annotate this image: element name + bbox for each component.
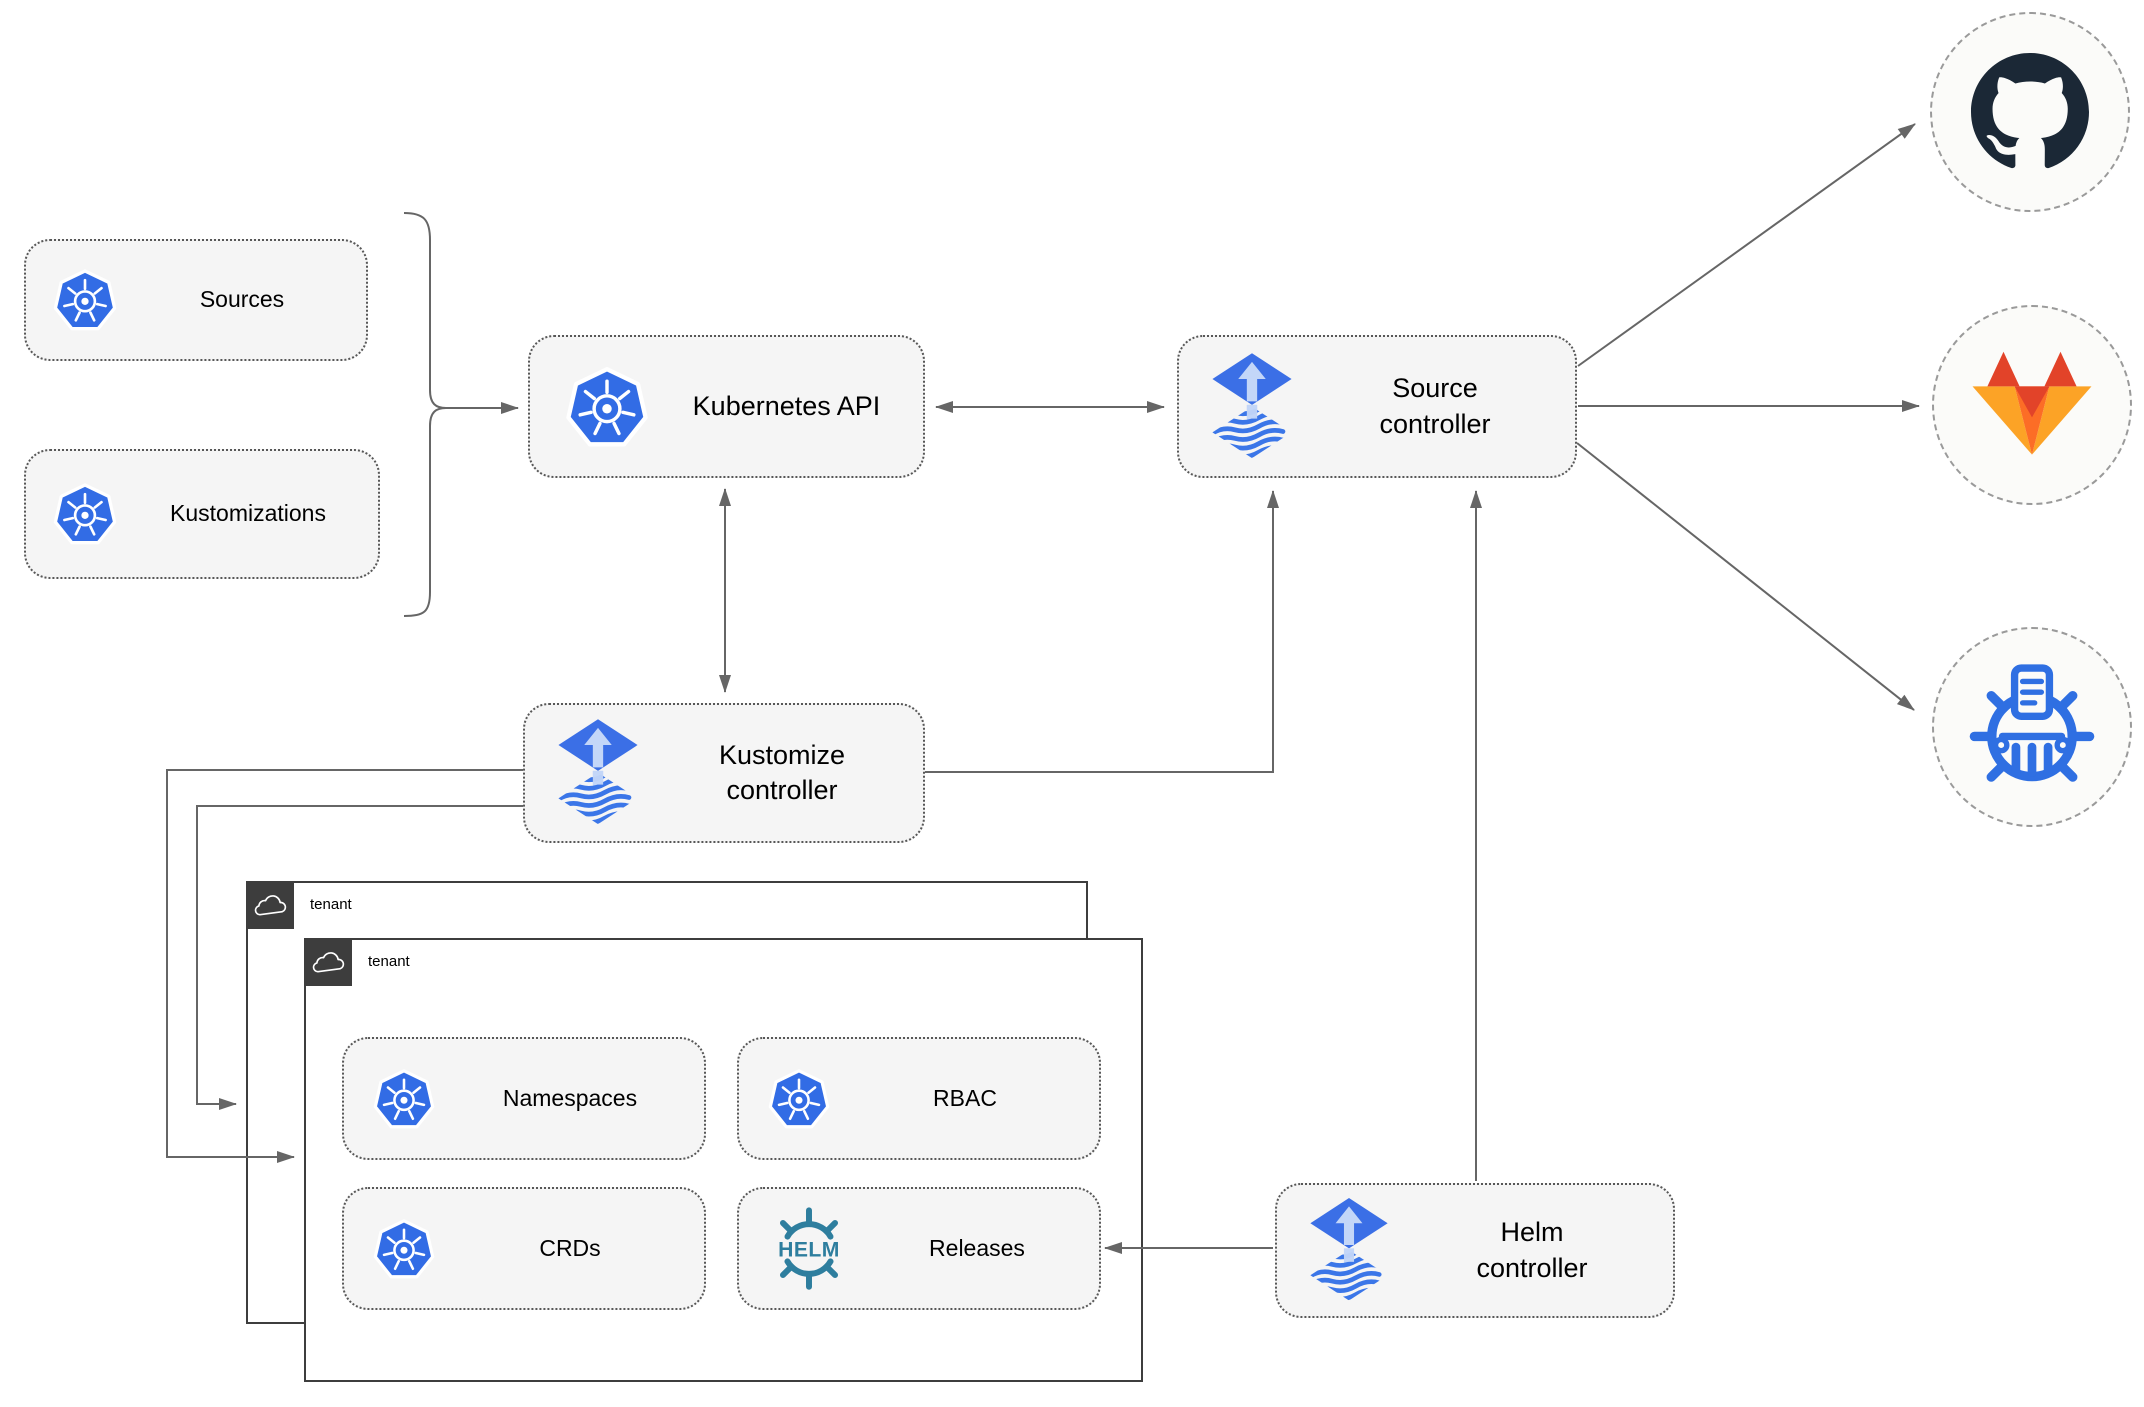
- arrow-kustomize-controller-to-tenant-back: [196, 805, 523, 1110]
- flux-icon: [555, 719, 641, 827]
- kustomizations-box: Kustomizations: [24, 449, 380, 579]
- arrow-source-controller-to-github: [1577, 123, 1916, 367]
- source-controller-label: Source controller: [1379, 373, 1491, 439]
- helm-logo-text: HELM: [778, 1238, 840, 1261]
- kustomize-controller-label: Kustomize controller: [718, 739, 846, 805]
- releases-label: Releases: [929, 1234, 1025, 1261]
- sources-box: Sources: [24, 239, 368, 361]
- kubernetes-icon: [52, 481, 118, 547]
- rbac-box: RBAC: [737, 1037, 1101, 1160]
- tenant-front-tab: [304, 938, 352, 986]
- kustomizations-label: Kustomizations: [170, 500, 326, 527]
- chartmuseum-endpoint: [1932, 627, 2132, 827]
- helm-controller-box: Helm controller: [1275, 1183, 1675, 1318]
- helm-controller-label: Helm controller: [1476, 1217, 1588, 1283]
- source-controller-box: Source controller: [1177, 335, 1577, 478]
- flux-icon: [1209, 353, 1295, 461]
- crds-label: CRDs: [539, 1234, 601, 1261]
- github-endpoint: [1930, 12, 2130, 212]
- flux-icon: [1307, 1198, 1391, 1303]
- namespaces-box: Namespaces: [342, 1037, 706, 1160]
- helm-icon: HELM: [763, 1203, 855, 1295]
- kubernetes-api-box: Kubernetes API: [528, 335, 925, 478]
- kubernetes-icon: [767, 1067, 831, 1131]
- kubernetes-icon: [372, 1067, 436, 1131]
- gitlab-endpoint: [1932, 305, 2132, 505]
- tenant-back-label: tenant: [310, 896, 352, 913]
- kubernetes-icon: [52, 267, 118, 333]
- kubernetes-icon: [372, 1217, 436, 1281]
- arrow-source-controller-to-chartmuseum: [1576, 442, 1915, 711]
- tenant-front-label: tenant: [368, 953, 410, 970]
- rbac-label: RBAC: [933, 1084, 997, 1111]
- tenant-back-tab: [246, 881, 294, 929]
- kubernetes-api-label: Kubernetes API: [692, 390, 881, 421]
- gitlab-icon: [1970, 348, 2094, 462]
- kubernetes-icon: [564, 364, 650, 450]
- github-icon: [1971, 53, 2089, 171]
- chartmuseum-icon: [1965, 660, 2099, 794]
- releases-box: HELM Releases: [737, 1187, 1101, 1310]
- arrow-kustomize-controller-to-tenant-front: [166, 769, 523, 1163]
- kustomize-controller-box: Kustomize controller: [523, 703, 925, 843]
- crds-box: CRDs: [342, 1187, 706, 1310]
- bracket-sources-kustomizations: [403, 212, 447, 617]
- arrow-kustomize-controller-to-source-controller: [925, 490, 1279, 773]
- sources-label: Sources: [199, 286, 285, 313]
- namespaces-label: Namespaces: [502, 1084, 638, 1111]
